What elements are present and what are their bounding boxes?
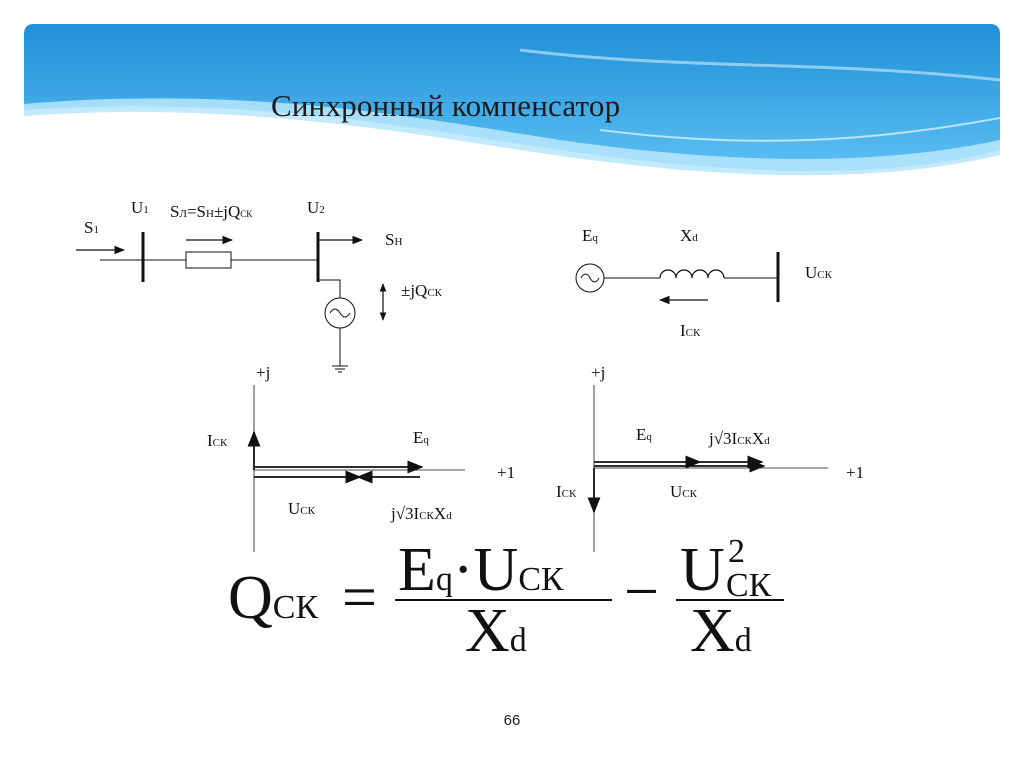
phasor-left-ick-label: IСК	[207, 431, 228, 450]
page-number: 66	[503, 712, 521, 729]
u2-label: U2	[307, 198, 325, 217]
line-power-label: SЛ=SН±jQСК	[170, 202, 253, 221]
formula-denominator-1: Xd	[465, 597, 527, 665]
reactive-power-formula: QСК = Eq·UСК Xd − U 2 СК Xd	[228, 533, 784, 665]
formula-minus: −	[624, 558, 659, 626]
comp-label: ±jQСК	[401, 281, 443, 300]
banner-white-streak	[519, 48, 1001, 82]
banner-blue-band	[24, 24, 1000, 171]
phasor-right-uck-label: UСК	[670, 482, 698, 501]
phasor-left-plus-1: +1	[497, 463, 515, 482]
formula-numerator-2-sub: СК	[726, 567, 772, 604]
formula-numerator-2-sup: 2	[728, 533, 745, 570]
formula-numerator-1: Eq·UСК	[398, 536, 564, 604]
line-impedance	[185, 251, 232, 269]
header-banner	[24, 24, 1001, 176]
eq-label: Eq	[582, 226, 598, 245]
phasor-left-eq-label: Eq	[413, 428, 429, 447]
network-diagram	[76, 232, 387, 373]
phasor-right-plus-1: +1	[846, 463, 864, 482]
phasor-right-ick-label: IСК	[556, 482, 577, 501]
formula-numerator-2: U	[680, 536, 725, 604]
equivalent-labels: Eq Xd UСК IСК	[582, 226, 833, 340]
phasor-right-drop-label: j√3IСКXd	[708, 429, 770, 448]
phasor-right-eq-label: Eq	[636, 425, 652, 444]
phasor-left	[247, 385, 465, 552]
u1-label: U1	[131, 198, 149, 217]
network-labels: S1 U1 SЛ=SН±jQСК U2 SН ±jQСК	[84, 198, 443, 300]
banner-light-wave	[24, 98, 1000, 176]
formula-equals: =	[342, 564, 377, 632]
uck-label: UСК	[805, 263, 833, 282]
reactance-coil	[659, 269, 725, 279]
phasor-left-labels: +j +1 IСК Eq UСК j√3IСКXd	[207, 363, 515, 523]
phasor-left-plus-j: +j	[256, 363, 270, 382]
xd-label: Xd	[680, 226, 698, 245]
phasor-right-plus-j: +j	[591, 363, 605, 382]
emf-sine	[580, 273, 600, 283]
formula-denominator-2: Xd	[690, 597, 752, 665]
generator-sine	[329, 308, 351, 318]
phasor-left-drop-label: j√3IСКXd	[390, 504, 452, 523]
compensator-branch	[318, 279, 341, 298]
phasor-right-labels: +j +1 IСК Eq UСК j√3IСКXd	[556, 363, 864, 501]
load-label: SН	[385, 230, 402, 249]
phasor-left-uck-label: UСК	[288, 499, 316, 518]
ick-label: IСК	[680, 321, 701, 340]
slide-title: Синхронный компенсатор	[271, 88, 621, 123]
phasor-right	[587, 385, 828, 552]
s1-label: S1	[84, 218, 99, 237]
banner-white-streak-2	[599, 117, 1001, 142]
formula-lhs: QСК	[228, 564, 318, 632]
equivalent-circuit	[575, 252, 780, 305]
